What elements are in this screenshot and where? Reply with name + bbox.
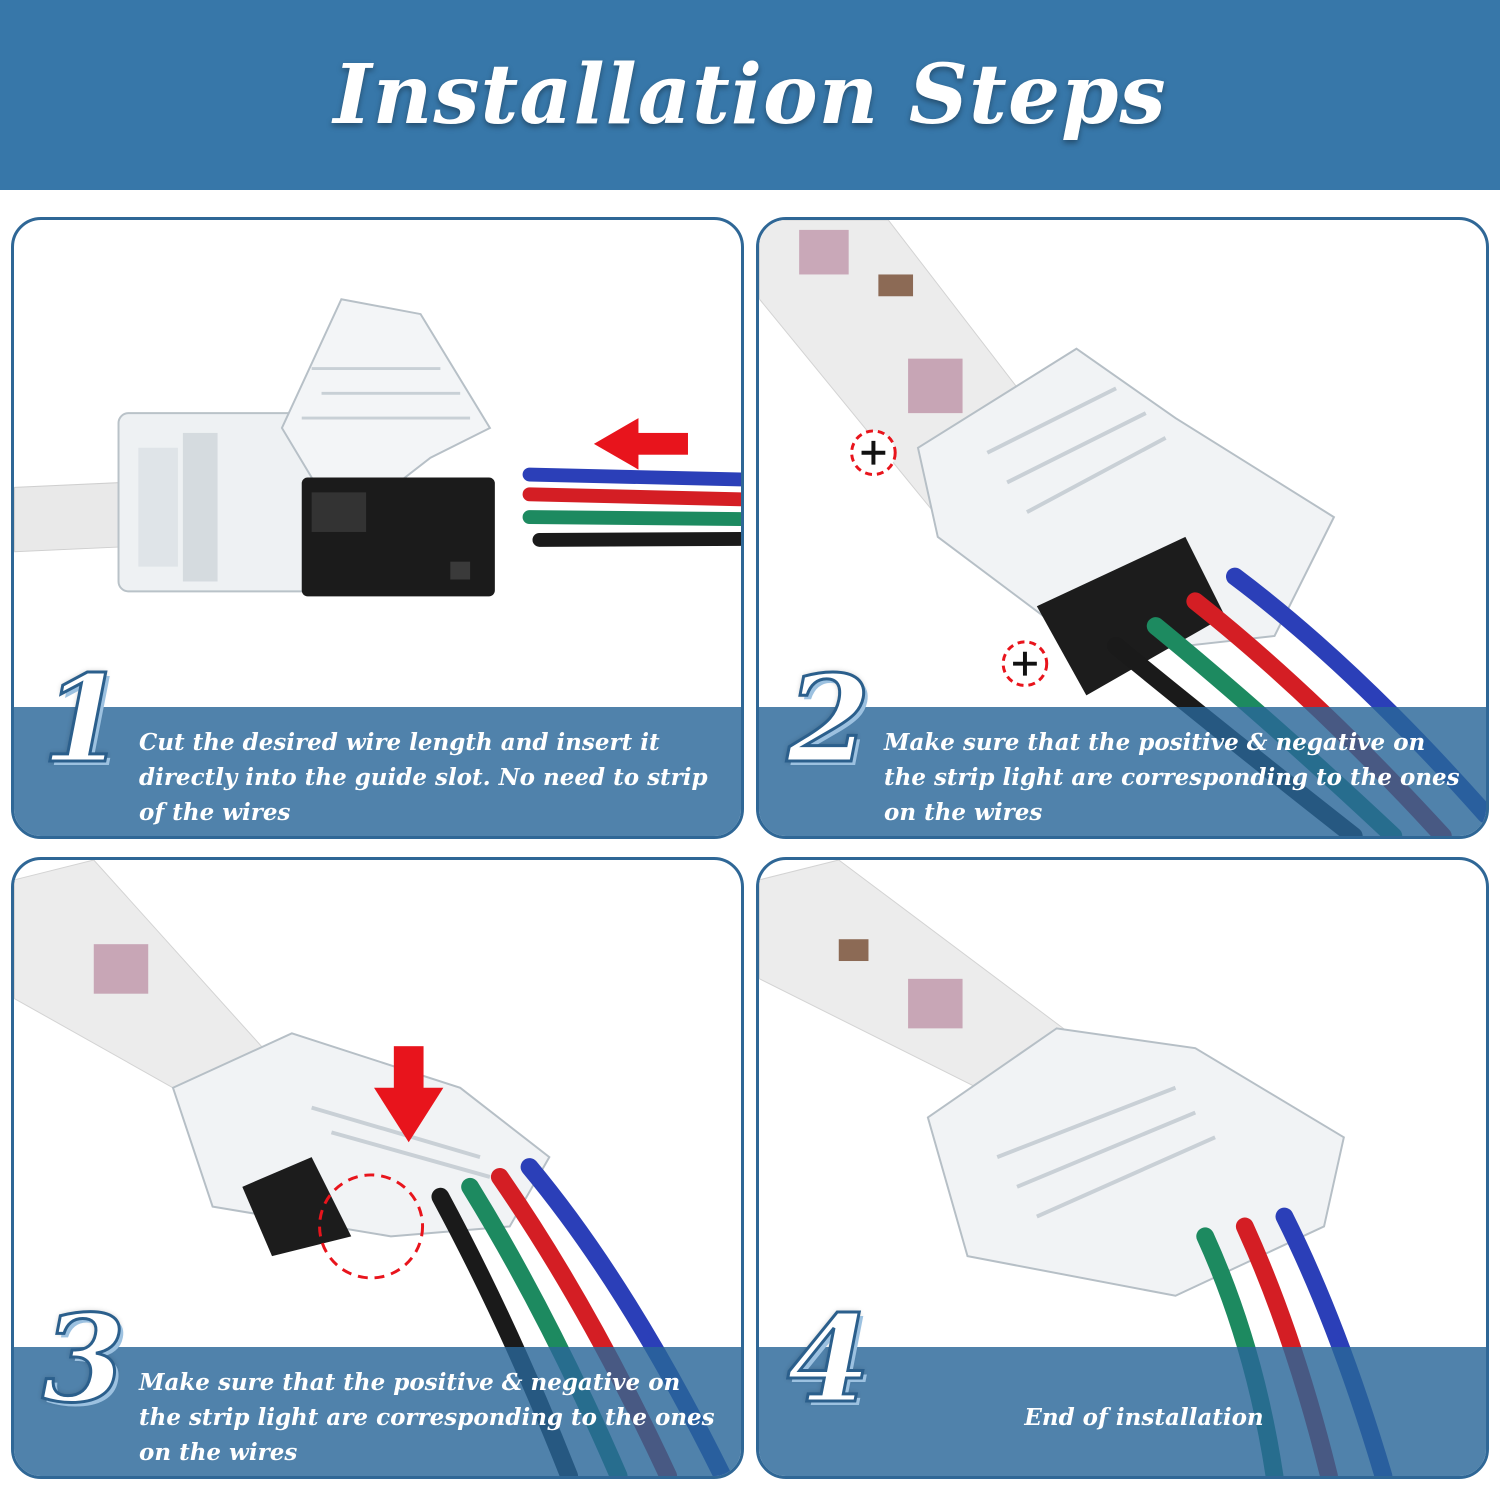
- step-caption: End of installation: [1024, 1404, 1264, 1431]
- step-panel-2: 2 Make sure that the positive & negative…: [756, 217, 1489, 839]
- title-banner: Installation Steps: [0, 0, 1500, 190]
- step-panel-3: 3 Make sure that the positive & negative…: [11, 857, 744, 1479]
- step-panel-4: 4 End of installation: [756, 857, 1489, 1479]
- step-caption: Make sure that the positive & negative o…: [139, 1369, 715, 1466]
- step-number: 4: [786, 1289, 872, 1430]
- dashed-circle-icon: [318, 1173, 425, 1280]
- plus-circle-icon: [850, 429, 897, 477]
- step-number: 2: [786, 649, 872, 790]
- arrow-down-icon: [374, 1046, 444, 1143]
- caption-band: [14, 707, 741, 836]
- caption-band: [14, 1347, 741, 1476]
- connector-photo-1: [14, 298, 741, 597]
- step-number: 1: [41, 649, 127, 790]
- step-caption: Cut the desired wire length and insert i…: [139, 729, 708, 826]
- caption-band: [759, 1347, 1486, 1476]
- arrow-left-icon: [593, 418, 688, 470]
- step-number: 3: [41, 1289, 127, 1430]
- plus-circle-icon: [1001, 640, 1049, 687]
- step-caption: Make sure that the positive & negative o…: [884, 729, 1460, 826]
- step-panel-1: 1 Cut the desired wire length and insert…: [11, 217, 744, 839]
- connector-photo-3: [14, 860, 732, 1476]
- page-title: Installation Steps: [333, 47, 1167, 143]
- caption-band: [759, 707, 1486, 836]
